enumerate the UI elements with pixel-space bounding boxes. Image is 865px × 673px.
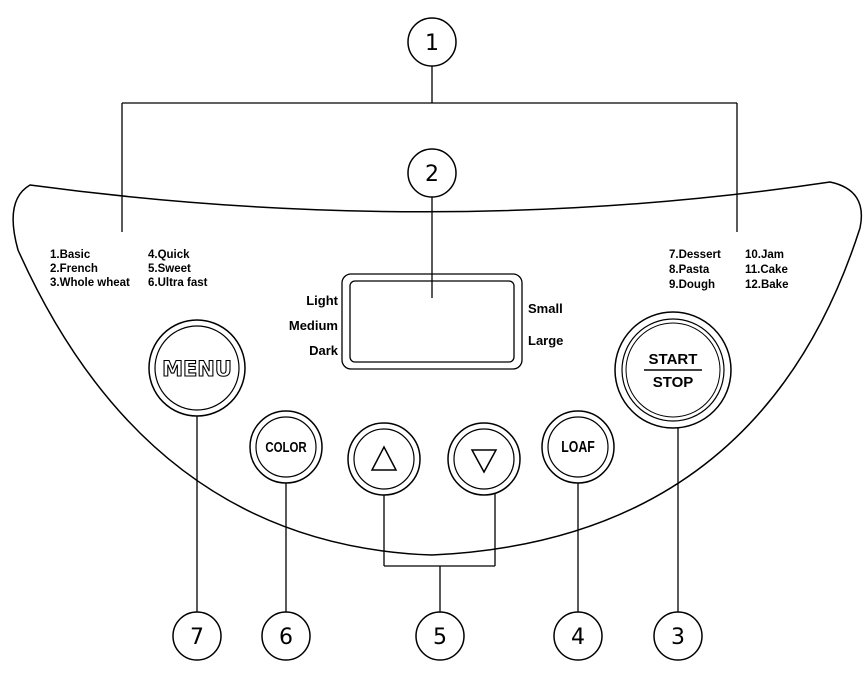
program-list-right-2: 10.Jam 11.Cake 12.Bake (745, 249, 788, 291)
loaf-label-small: Small (528, 301, 563, 316)
program-label: 6.Ultra fast (148, 277, 208, 289)
program-label: 3.Whole wheat (50, 277, 130, 289)
program-list-right-1: 7.Dessert 8.Pasta 9.Dough (669, 249, 721, 291)
color-label-light: Light (306, 293, 338, 308)
callout-number: 3 (671, 625, 685, 650)
up-arrow-icon (370, 445, 398, 471)
down-arrow-icon (470, 449, 498, 474)
start-stop-button[interactable]: START STOP (614, 311, 732, 429)
up-arrow-button[interactable] (347, 422, 421, 496)
program-label: 1.Basic (50, 249, 91, 261)
program-label: 9.Dough (669, 279, 715, 291)
crust-color-labels: Light Medium Dark (289, 293, 339, 358)
color-button-label: COLOR (265, 439, 307, 456)
menu-button[interactable]: MENU (148, 319, 246, 417)
panel-outline (12, 181, 863, 556)
loaf-size-labels: Small Large (528, 301, 563, 348)
program-label: 11.Cake (745, 264, 788, 276)
callout-number: 7 (190, 625, 204, 650)
callout-7: 7 (172, 611, 222, 661)
callout-1: 1 (407, 17, 457, 67)
down-arrow-button[interactable] (447, 422, 521, 496)
loaf-label-large: Large (528, 333, 563, 348)
callout-number: 1 (425, 31, 439, 56)
color-label-dark: Dark (309, 343, 339, 358)
program-list-left-1: 1.Basic 2.French 3.Whole wheat (50, 249, 130, 289)
program-label: 5.Sweet (148, 263, 191, 275)
callout-2: 2 (407, 148, 457, 198)
callout-number: 4 (571, 625, 585, 650)
color-button[interactable]: COLOR (249, 410, 323, 484)
program-label: 10.Jam (745, 249, 784, 261)
callout-4: 4 (553, 611, 603, 661)
callout-number: 2 (425, 162, 439, 187)
program-list-left-2: 4.Quick 5.Sweet 6.Ultra fast (148, 249, 208, 289)
program-label: 4.Quick (148, 249, 190, 261)
stop-label: STOP (653, 374, 694, 391)
program-label: 2.French (50, 263, 98, 275)
callout-number: 5 (433, 625, 447, 650)
start-label: START (649, 351, 698, 368)
callout-6: 6 (261, 611, 311, 661)
lcd-display-outer (341, 273, 523, 370)
callout-5: 5 (415, 611, 465, 661)
loaf-button[interactable]: LOAF (541, 410, 615, 484)
callout-3: 3 (653, 611, 703, 661)
menu-button-label: MENU (162, 357, 232, 381)
lcd-display-screen (349, 280, 515, 363)
loaf-button-label: LOAF (561, 439, 595, 457)
program-label: 12.Bake (745, 279, 788, 291)
color-label-medium: Medium (289, 318, 338, 333)
callout-number: 6 (279, 625, 293, 650)
program-label: 7.Dessert (669, 249, 721, 261)
program-label: 8.Pasta (669, 264, 710, 276)
